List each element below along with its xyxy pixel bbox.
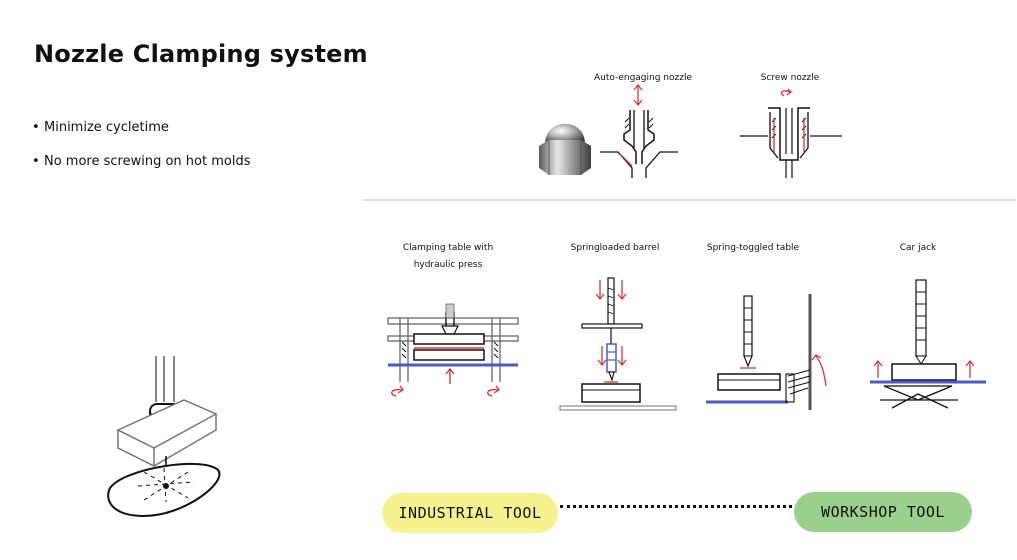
press-illustration <box>107 356 221 518</box>
bullet-item: • Minimize cycletime <box>32 120 250 154</box>
springloaded-barrel-label: Springloaded barrel <box>570 243 660 253</box>
section-divider <box>362 199 1016 201</box>
bullet-text: Minimize cycletime <box>44 120 169 135</box>
bullet-dot: • <box>32 154 40 169</box>
auto-nozzle-sketch <box>600 83 678 178</box>
bullet-dot: • <box>32 120 40 135</box>
spring-toggled-table-sketch <box>706 294 827 410</box>
screw-nozzle-label: Screw nozzle <box>760 73 820 83</box>
clamping-table-label: Clamping table with hydraulic press <box>390 240 506 274</box>
bullet-list: • Minimize cycletime • No more screwing on… <box>32 120 250 188</box>
spring-toggled-table-label: Spring-toggled table <box>706 243 800 253</box>
car-jack-sketch <box>870 279 986 409</box>
car-jack-label: Car jack <box>899 243 937 253</box>
auto-nozzle-label: Auto-engaging nozzle <box>594 73 692 83</box>
clamping-table-sketch <box>387 303 519 397</box>
acorn-nut-image <box>539 123 591 175</box>
bullet-text: No more screwing on hot molds <box>44 154 251 169</box>
clamping-table-label-line2: hydraulic press <box>413 260 483 270</box>
screw-nozzle-sketch <box>740 88 842 178</box>
industrial-tool-label: INDUSTRIAL TOOL <box>382 493 558 533</box>
bullet-item: • No more screwing on hot molds <box>32 154 250 188</box>
slide-title: Nozzle Clamping system <box>34 40 368 68</box>
clamping-table-label-line1: Clamping table with <box>402 243 494 253</box>
springloaded-barrel-sketch <box>559 277 677 411</box>
scale-dotted-line <box>560 505 792 508</box>
workshop-tool-label: WORKSHOP TOOL <box>794 492 972 532</box>
